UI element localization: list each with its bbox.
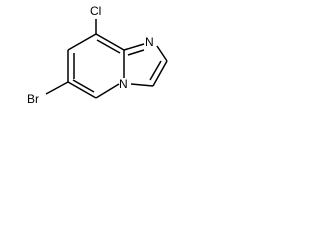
bond-c5-c6	[67, 81, 97, 99]
atom-label-cl: Cl	[90, 4, 101, 18]
bond-c2-c3-double	[149, 60, 162, 81]
bond-c8-c8a-double	[96, 39, 121, 54]
atom-label-br: Br	[27, 92, 39, 106]
molecule-structure: Cl Br N N	[27, 4, 168, 106]
atom-label-n-imine: N	[145, 35, 154, 49]
bond-c7-c8	[67, 33, 97, 51]
bond-c8a-n1	[123, 43, 145, 51]
bond-c8-c8a	[95, 33, 125, 51]
bond-c2-c3	[152, 60, 168, 87]
bond-c8a-n1-double	[127, 49, 145, 56]
bond-n4-c5	[95, 83, 120, 99]
bond-c3-n4	[130, 83, 154, 87]
bond-c5-c6-double	[72, 79, 95, 93]
bond-c6-br	[45, 81, 69, 95]
atom-label-n-bridgehead: N	[119, 77, 128, 91]
bond-n1-c2	[156, 45, 168, 62]
